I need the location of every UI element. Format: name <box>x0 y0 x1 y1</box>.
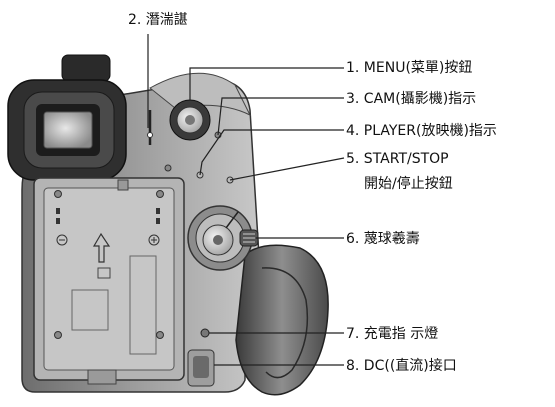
label-7-charge-indicator: 7. 充電指 示燈 <box>346 326 438 342</box>
label-6: 6. 蔑球羲壽 <box>346 231 420 247</box>
label-5-start-stop-sub: 開始/停止按鈕 <box>364 175 453 192</box>
battery-compartment <box>33 177 185 385</box>
label-3-cam-indicator: 3. CAM(攝影機)指示 <box>346 91 476 107</box>
label-8-dc-jack: 8. DC((直流)接口 <box>346 357 457 374</box>
label-2: 2. 潛湍諶 <box>128 12 188 28</box>
label-5-start-stop: 5. START/STOP <box>346 151 449 167</box>
label-1-menu-button: 1. MENU(菜單)按鈕 <box>346 60 472 76</box>
leader-lines <box>147 34 345 366</box>
label-4-player-indicator: 4. PLAYER(放映機)指示 <box>346 123 497 139</box>
viewfinder <box>7 54 127 181</box>
hand-strap <box>235 244 329 396</box>
controls <box>147 99 259 387</box>
